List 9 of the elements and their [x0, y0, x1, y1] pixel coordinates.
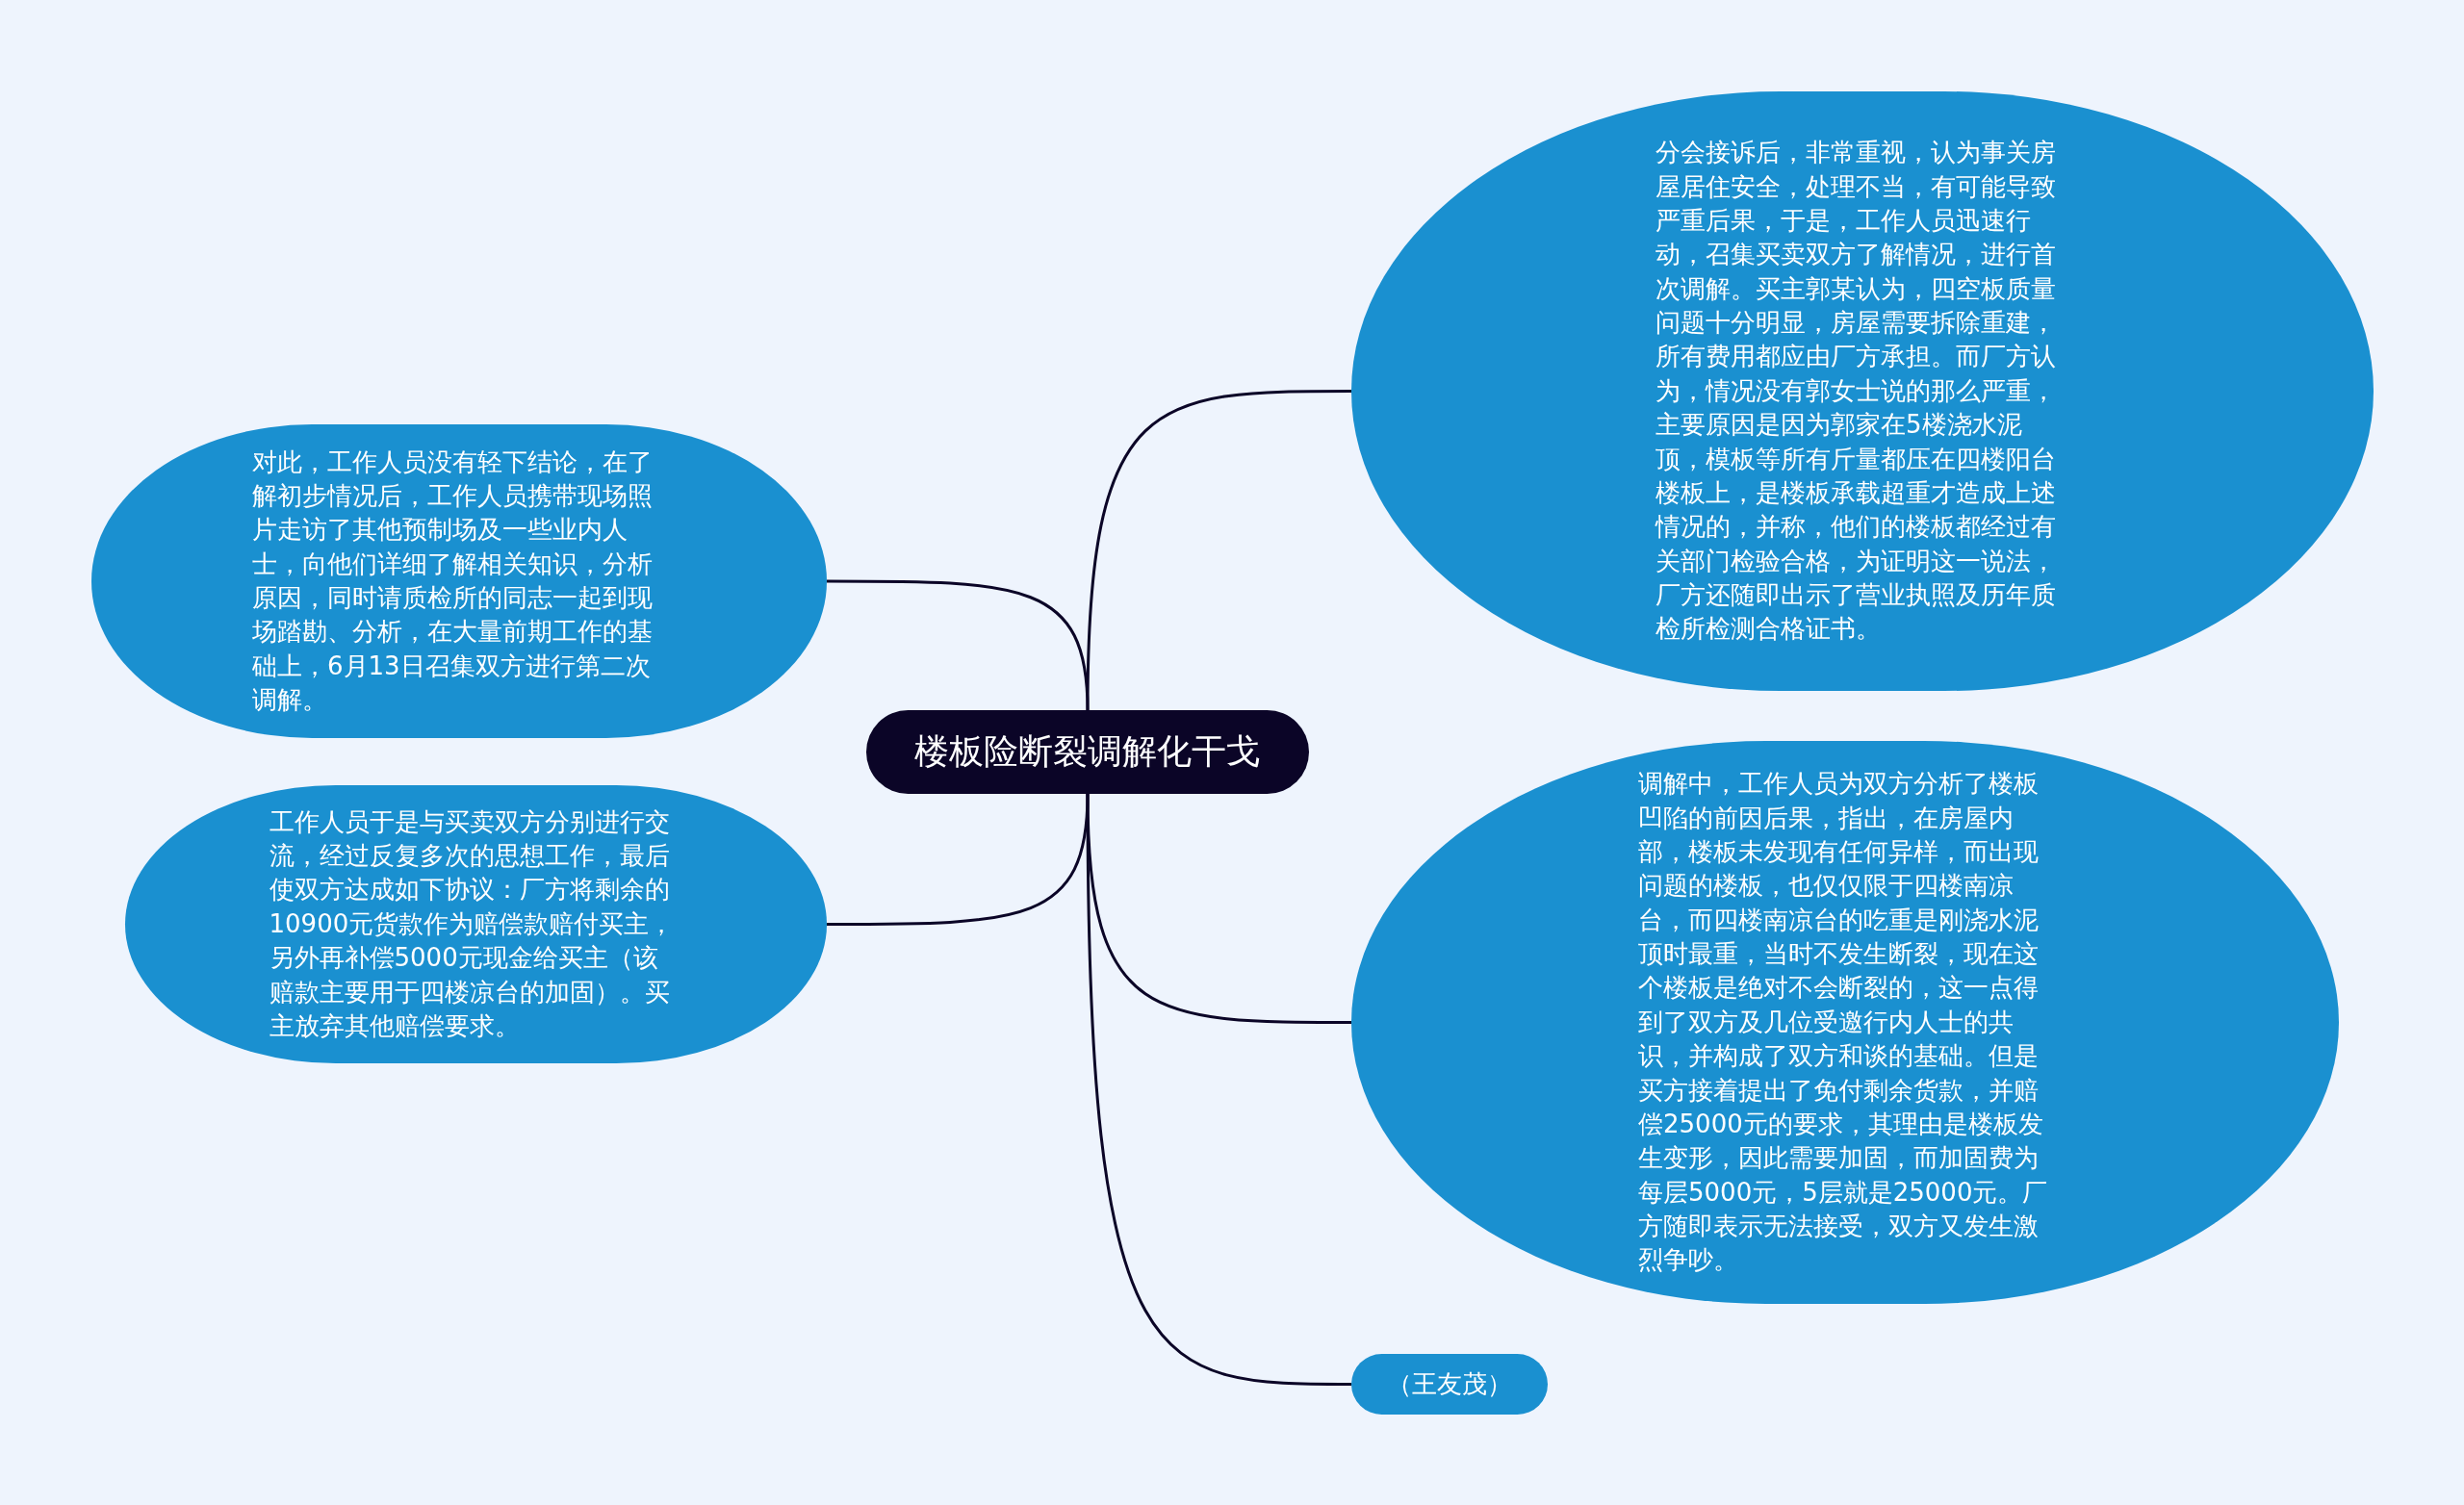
connector — [827, 579, 1090, 711]
topic-text: 调解中，工作人员为双方分析了楼板凹陷的前因后果，指出，在房屋内部，楼板未发现有任何异样，而出现问题的楼板，也仅仅限于四楼南凉台，而四楼南凉台的吃重是刚浇水泥顶时最重，当时不发生断裂，现在这个楼板是绝对不会断裂的，这一点得到了双方及几位受邀行内人士的共识，并构成了双方和谈的基础。但是买方接着提出了免付剩余货款，并赔偿25000元的要求，其理由是楼板发生变形，因此需要加固，而加固费为每层5000元，5层就是25000元。厂方随即表示无法接受，双方又发生激烈争吵。 — [1638, 768, 2049, 1277]
connector — [1086, 794, 1351, 1386]
topic-text: 对此，工作人员没有轻下结论，在了解初步情况后，工作人员携带现场照片走访了其他预制场及一些业内人士，向他们详细了解相关知识，分析原因，同时请质检所的同志一起到现场踏勘、分析，在大量前期工作的基础上，6月13日召集双方进行第二次调解。 — [252, 446, 654, 717]
connector — [827, 793, 1090, 926]
topic-text: 分会接诉后，非常重视，认为事关房屋居住安全，处理不当，有可能导致严重后果，于是，工作人员迅速行动，召集买卖双方了解情况，进行首次调解。买主郭某认为，四空板质量问题十分明显，房屋需要拆除重建，所有费用都应由厂方承担。而厂方认为，情况没有郭女士说的那么严重，主要原因是因为郭家在5楼浇水泥顶，模板等所有斤量都压在四楼阳台楼板上，是楼板承载超重才造成上述情况的，并称，他们的楼板都经过有关部门检验合格，为证明这一说法，厂方还随即出示了营业执照及历年质检所检测合格证书。 — [1656, 137, 2057, 646]
topic-text: 楼板险断裂调解化干戈 — [913, 730, 1262, 773]
topic-text: 工作人员于是与买卖双方分别进行交流，经过反复多次的思想工作，最后使双方达成如下协议：厂方将剩余的10900元货款作为赔偿款赔付买主，另外再补偿5000元现金给买主（该赔款主要用于四楼凉台的加固）。买主放弃其他赔偿要求。 — [269, 805, 676, 1042]
topic-text: （王友茂） — [1386, 1367, 1513, 1400]
